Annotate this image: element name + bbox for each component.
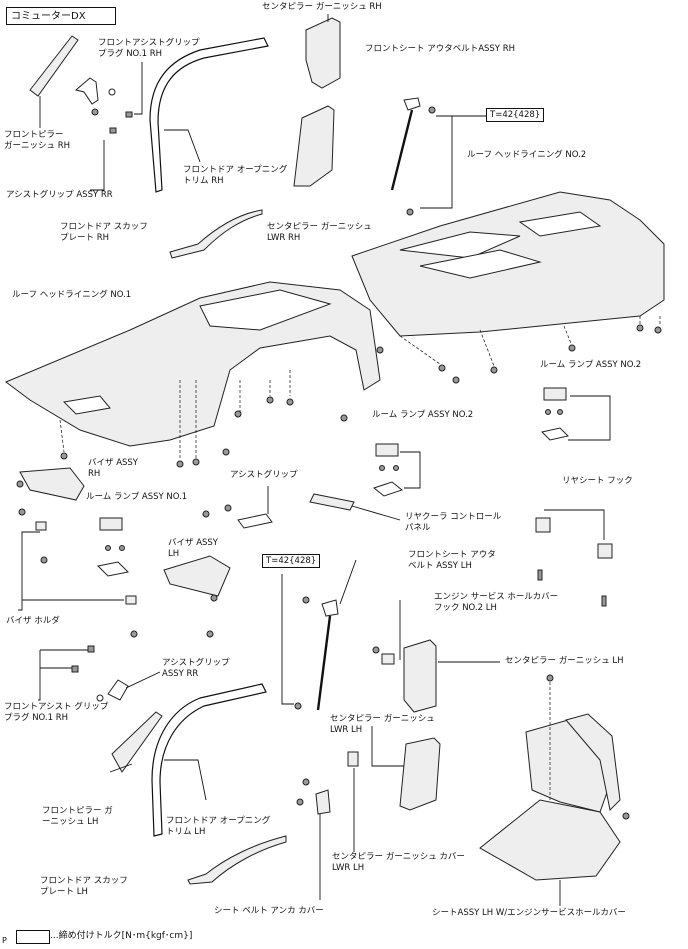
center-pillar-garnish-lwr-rh-part [293,105,335,187]
front-pillar-garnish-rh-part [29,35,79,97]
label-assist-grip: アシストグリップ [230,470,298,480]
label-front-door-scuff-plate-rh: フロントドア スカッフプレート RH [60,222,148,243]
label-front-assist-grip-plug-rh-top: フロントアシストグリッププラグ NO.1 RH [98,38,200,59]
front-door-opening-trim-rh-part [149,37,269,193]
center-pillar-cover-lwr-lh-part [347,751,359,767]
model-title: コミューターDX [6,7,116,25]
label-front-seat-outer-belt-rh: フロントシート アウタベルトASSY RH [365,44,516,54]
assist-grip-middle-part [202,504,273,529]
visor-lh-part [163,555,231,638]
front-pillar-garnish-lh-part [111,711,163,773]
label-front-door-opening-trim-lh: フロントドア オープニングトリム LH [166,816,271,837]
center-pillar-garnish-rh-part [305,17,341,89]
label-front-door-opening-trim-rh: フロントドア オープニングトリム RH [183,165,288,186]
label-front-seat-outer-belt-lh: フロントシート アウタベルト ASSY LH [408,550,496,571]
front-door-opening-trim-lh-part [151,683,267,837]
visor-rh-part [16,467,85,516]
room-lamp-no2-middle-part [372,443,404,497]
torque-legend-text: ...締め付けトルク[N･m{kgf･cm}] [50,931,193,941]
room-lamp-no2-right-part [541,387,569,441]
label-center-pillar-garnish-lh: センタピラー ガーニッシュ LH [505,656,624,666]
label-room-lamp-no1: ルーム ランプ ASSY NO.1 [86,492,188,502]
assist-grip-rr-bottom-part [71,645,129,702]
label-engine-service-hole-cover-hook: エンジン サービス ホールカバーフック NO.2 LH [434,592,559,613]
label-front-assist-grip-plug-rh-bottom: フロントアシスト グリッププラグ NO.1 RH [4,702,109,723]
label-rear-seat-hook: リヤシート フック [562,476,633,486]
rear-seat-hook-part [535,517,613,607]
front-door-scuff-plate-rh-part [169,209,263,259]
front-seat-outer-belt-rh-part [390,97,436,216]
label-room-lamp-no2-b: ルーム ランプ ASSY NO.2 [372,410,474,420]
label-front-pillar-garnish-lh: フロントピラー ガーニッシュ LH [42,806,113,827]
label-rear-cooler-control-panel: リヤクーラ コントロールパネル [405,512,502,533]
seat-belt-anchor-cover-part [296,778,331,815]
visor-holder-part [35,521,138,638]
roof-headlining-no1-part [5,281,381,447]
label-roof-headlining-no1: ルーフ ヘッドライニング NO.1 [12,290,132,300]
label-center-pillar-garnish-rh: センタピラー ガーニッシュ RH [262,2,382,12]
seat-assy-lh-part [479,674,630,881]
label-seat-assy-lh: シートASSY LH W/エンジンサービスホールカバー [432,908,626,918]
label-seat-belt-anchor-cover: シート ベルト アンカ カバー [214,906,324,916]
label-front-door-scuff-plate-lh: フロントドア スカッフプレート LH [40,876,128,897]
room-lamp-no1-part [96,517,130,577]
page-mark: P [2,936,7,945]
front-door-scuff-plate-lh-part [187,835,287,885]
engine-service-hook-part [372,646,395,665]
torque-spec-rh: T=42{428} [486,108,545,122]
label-room-lamp-no2-a: ルーム ランプ ASSY NO.2 [540,360,642,370]
label-roof-headlining-no2: ルーフ ヘッドライニング NO.2 [467,150,587,160]
rear-cooler-control-panel-part [309,493,355,511]
torque-spec-lh: T=42{428} [262,554,321,568]
center-pillar-garnish-lh-part [403,639,437,713]
center-pillar-garnish-lwr-lh-part [399,737,441,811]
assist-grip-rr-top-part [74,77,133,134]
label-visor-holder: バイザ ホルダ [6,616,60,626]
label-assist-grip-assy-rr-top: アシストグリップ ASSY RR [6,190,113,200]
label-front-pillar-garnish-rh: フロントピラーガーニッシュ RH [4,130,71,151]
torque-legend-box [16,930,50,944]
roof-headlining-no2-part [351,191,665,337]
front-seat-outer-belt-lh-part [294,596,339,711]
